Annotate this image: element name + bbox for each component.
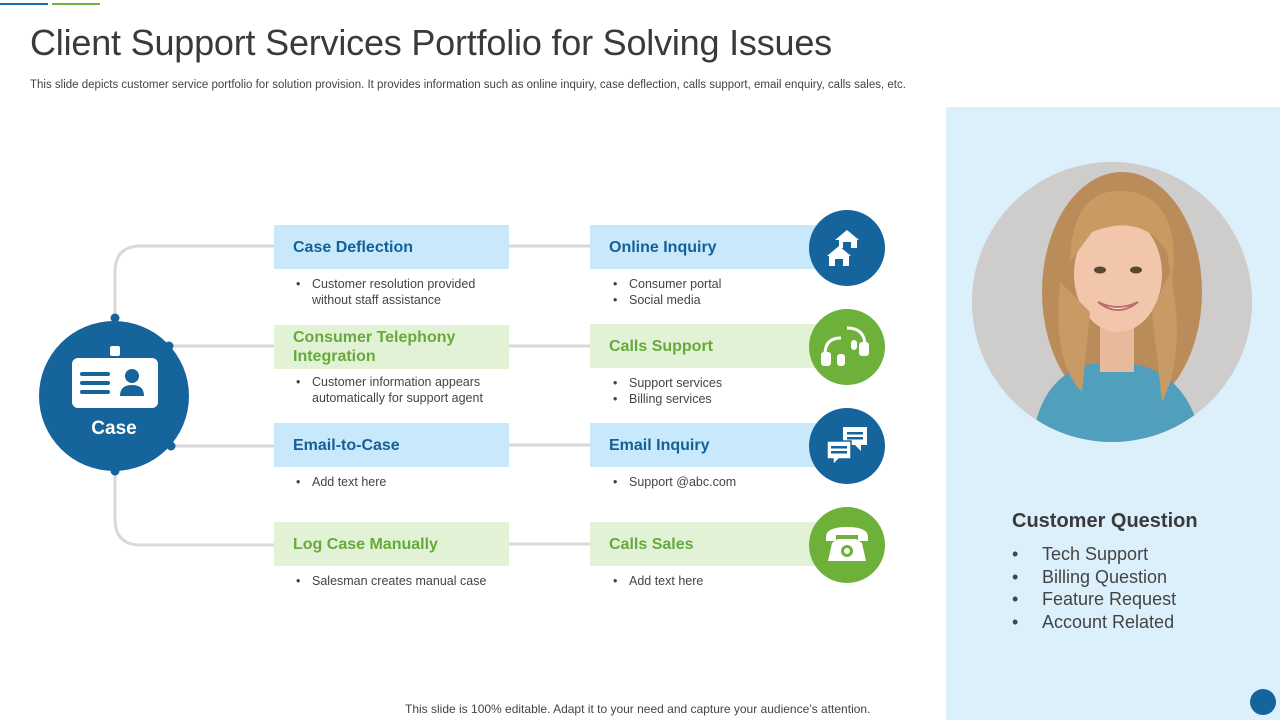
box-title: Consumer Telephony Integration (293, 329, 456, 365)
customer-question-title: Customer Question (1012, 510, 1198, 532)
corner-dot (1250, 689, 1276, 715)
list-item: Add text here (294, 474, 499, 490)
box-calls-sales: Calls Sales (590, 522, 825, 566)
box-calls-support: Calls Support (590, 324, 825, 368)
box-title: Email-to-Case (293, 436, 400, 454)
box-title: Calls Support (609, 337, 714, 355)
calls-support-icon-circle (809, 309, 885, 385)
connector-dot-top (110, 313, 120, 323)
box-case-deflection: Case Deflection (274, 225, 509, 269)
customer-question-list: Tech Support Billing Question Feature Re… (1012, 543, 1176, 633)
connector-bottom (113, 471, 276, 547)
box-title: Email Inquiry (609, 436, 710, 454)
box-title: Online Inquiry (609, 238, 717, 256)
box-log-case-manually: Log Case Manually (274, 522, 509, 566)
footer-text: This slide is 100% editable. Adapt it to… (405, 702, 871, 716)
bullets-online-inquiry: Consumer portal Social media (611, 276, 801, 308)
headset-icon (821, 326, 869, 366)
connector-lines (110, 244, 592, 547)
bullets-calls-support: Support services Billing services (611, 375, 801, 407)
box-title: Log Case Manually (293, 535, 438, 553)
email-inquiry-icon-circle (809, 408, 885, 484)
bullets-calls-sales: Add text here (611, 573, 801, 589)
bullets-consumer-telephony: Customer information appears automatical… (294, 374, 504, 406)
bullets-case-deflection: Customer resolution provided without sta… (294, 276, 499, 308)
page-subtitle: This slide depicts customer service port… (30, 79, 906, 91)
box-consumer-telephony: Consumer Telephony Integration (274, 325, 509, 369)
online-inquiry-icon-circle (809, 210, 885, 286)
calls-sales-icon-circle (809, 507, 885, 583)
list-item: Tech Support (1012, 543, 1176, 566)
bullets-log-case-manually: Salesman creates manual case (294, 573, 504, 589)
list-item: Social media (611, 292, 801, 308)
woman-portrait-illustration (972, 162, 1252, 442)
bullets-email-to-case: Add text here (294, 474, 499, 490)
page-title: Client Support Services Portfolio for So… (30, 22, 832, 63)
id-card-icon (72, 346, 158, 408)
box-title: Case Deflection (293, 238, 414, 256)
list-item: Consumer portal (611, 276, 801, 292)
list-item: Customer resolution provided without sta… (294, 276, 499, 308)
list-item: Customer information appears automatical… (294, 374, 504, 406)
list-item: Support @abc.com (611, 474, 801, 490)
box-title: Calls Sales (609, 535, 694, 553)
bullets-email-inquiry: Support @abc.com (611, 474, 801, 490)
house-icon (827, 230, 859, 266)
list-item: Support services (611, 375, 801, 391)
list-item: Billing Question (1012, 566, 1176, 589)
telephone-icon (826, 527, 868, 561)
box-email-to-case: Email-to-Case (274, 423, 509, 467)
top-accent-blue (0, 3, 48, 5)
customer-photo (972, 162, 1252, 442)
list-item: Feature Request (1012, 588, 1176, 611)
box-online-inquiry: Online Inquiry (590, 225, 825, 269)
case-hub-label: Case (91, 418, 137, 439)
box-email-inquiry: Email Inquiry (590, 423, 825, 467)
chat-bubbles-icon (826, 427, 867, 467)
list-item: Salesman creates manual case (294, 573, 504, 589)
connector-top (113, 244, 276, 318)
list-item: Add text here (611, 573, 801, 589)
top-accent-green (52, 3, 100, 5)
list-item: Billing services (611, 391, 801, 407)
list-item: Account Related (1012, 611, 1176, 634)
